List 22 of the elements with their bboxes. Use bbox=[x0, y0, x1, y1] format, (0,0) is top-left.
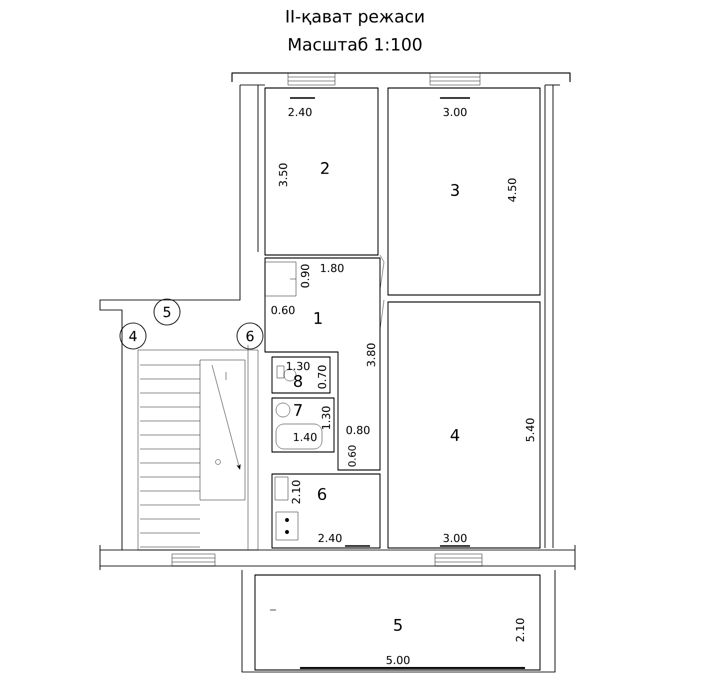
dimension-label: 3.50 bbox=[278, 164, 288, 186]
dimension-label: 5.40 bbox=[526, 418, 534, 442]
dimension-label: 1.40 bbox=[294, 432, 316, 442]
dimension-label: 4.50 bbox=[508, 178, 516, 202]
scale-label: Масштаб 1:100 bbox=[289, 37, 422, 51]
dimension-label: 1.80 bbox=[320, 264, 344, 272]
dimension-label: 0.90 bbox=[300, 264, 310, 288]
dimension-label: 0.60 bbox=[348, 446, 356, 466]
dimension-label: 3.00 bbox=[444, 534, 466, 542]
dimension-label: 2.40 bbox=[318, 534, 342, 542]
dimension-label: 3.00 bbox=[444, 108, 466, 116]
dimension-label: 0.70 bbox=[318, 366, 326, 389]
dimension-label: 1.30 bbox=[322, 406, 330, 430]
dimension-label: 1.30 bbox=[286, 362, 310, 370]
dimension-label: 2.10 bbox=[292, 480, 300, 504]
title: II-қават режаси bbox=[286, 10, 424, 26]
dimension-label: 2.40 bbox=[288, 108, 312, 116]
dimension-label: 3.80 bbox=[366, 344, 376, 366]
dimension-label: 2.10 bbox=[516, 618, 524, 642]
dimension-label: 0.60 bbox=[271, 306, 294, 314]
dimension-label: 0.80 bbox=[346, 426, 370, 434]
dimension-label: 5.00 bbox=[386, 656, 410, 664]
